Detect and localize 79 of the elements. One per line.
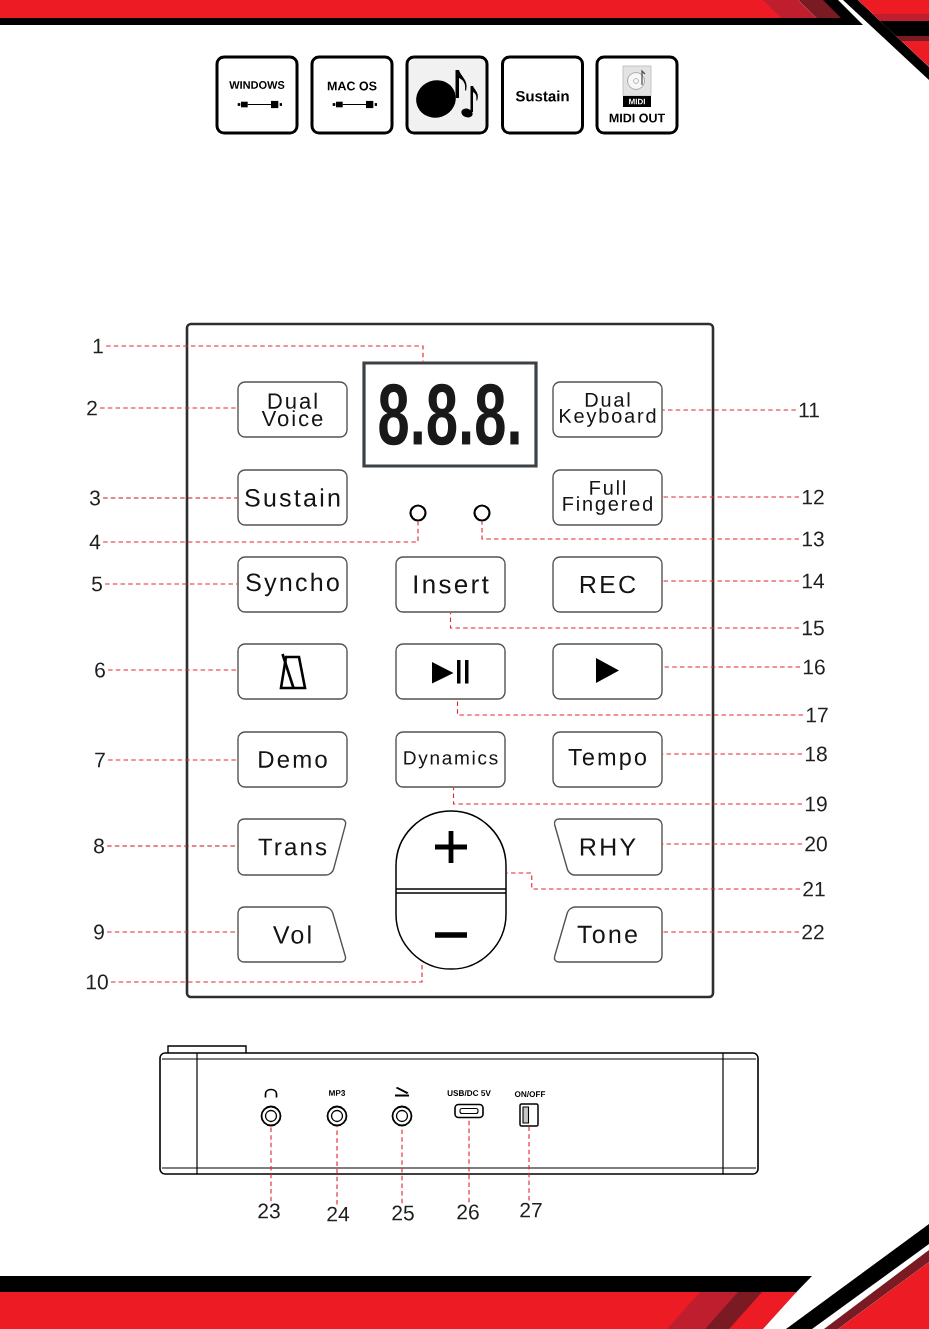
button: Trans xyxy=(237,818,347,876)
control-panel xyxy=(185,322,715,999)
audio-jack xyxy=(391,1105,413,1127)
button: Insert xyxy=(395,556,506,613)
callout-number: 24 xyxy=(327,1206,350,1222)
leader-line xyxy=(506,872,801,890)
callout-number: 20 xyxy=(805,836,827,852)
leader-line xyxy=(481,521,800,540)
callout-number: 22 xyxy=(802,924,824,940)
leader-line xyxy=(662,753,803,755)
callout-number: 25 xyxy=(392,1205,414,1221)
callout-number: 9 xyxy=(94,924,104,940)
led-display: 8.8.8. xyxy=(362,361,538,468)
leader-line xyxy=(107,759,238,761)
label-tile: WINDOWS xyxy=(215,55,299,135)
callout-number: 11 xyxy=(799,402,819,418)
callout-number: 27 xyxy=(520,1202,542,1218)
callout-number: 1 xyxy=(93,338,103,354)
callout-number: 17 xyxy=(806,707,828,723)
callout-number: 19 xyxy=(805,796,827,812)
leader-line xyxy=(449,612,800,629)
leader-line xyxy=(528,1126,530,1201)
button: Dual Keyboard xyxy=(552,381,663,438)
button: Demo xyxy=(237,731,348,788)
indicator-light xyxy=(409,504,427,522)
button: Syncho xyxy=(237,556,348,613)
port-label: ON/OFF xyxy=(514,1090,546,1098)
leader-line xyxy=(662,496,800,498)
callout-number: 5 xyxy=(92,576,102,592)
leader-line xyxy=(662,580,800,582)
label-tile: Sustain xyxy=(501,55,584,135)
icon-caption: MIDI xyxy=(629,98,645,105)
leader-line xyxy=(452,787,803,805)
callout-number: 10 xyxy=(86,974,108,990)
callout-number: 3 xyxy=(89,490,100,506)
leader-line xyxy=(110,963,423,983)
power-switch xyxy=(519,1103,539,1127)
callout-number: 8 xyxy=(94,838,104,854)
button: Dynamics xyxy=(395,731,506,788)
callout-number: 15 xyxy=(802,620,824,636)
leader-line xyxy=(107,669,238,671)
audio-jack xyxy=(326,1105,348,1127)
label-tile: MAC OS xyxy=(310,55,394,135)
leader-line xyxy=(661,931,800,933)
leader-line xyxy=(468,1117,470,1203)
callout-number: 23 xyxy=(258,1203,280,1219)
callout-number: 13 xyxy=(802,531,824,547)
button: Sustain xyxy=(237,469,348,526)
leader-line xyxy=(105,345,424,362)
button: Tone xyxy=(553,906,663,963)
leader-line xyxy=(336,1125,338,1205)
leader-line xyxy=(456,699,804,716)
callout-number: 12 xyxy=(802,489,824,505)
leader-line xyxy=(661,843,803,845)
button: Dual Voice xyxy=(237,381,348,438)
indicator-light xyxy=(473,504,491,522)
leader-line xyxy=(102,497,238,499)
button: Tempo xyxy=(552,731,663,788)
button: Full Fingered xyxy=(552,469,663,526)
audio-jack xyxy=(260,1105,282,1127)
port-label: MP3 xyxy=(329,1090,346,1096)
button: Vol xyxy=(237,906,347,963)
button: REC xyxy=(552,556,663,613)
callout-number: 26 xyxy=(457,1204,479,1220)
button: RHY xyxy=(553,818,663,876)
port-label: USB/DC 5V xyxy=(447,1089,491,1097)
callout-number: 21 xyxy=(803,881,825,897)
callout-number: 14 xyxy=(802,573,825,589)
callout-number: 4 xyxy=(89,534,101,550)
leader-line xyxy=(104,583,238,585)
leader-line xyxy=(662,666,801,668)
callout-number: 7 xyxy=(95,752,105,768)
callout-number: 16 xyxy=(803,659,825,675)
leader-line xyxy=(102,521,419,543)
leader-line xyxy=(99,407,238,409)
callout-number: 6 xyxy=(95,662,105,678)
usb-port xyxy=(454,1103,484,1119)
callout-number: 18 xyxy=(805,746,827,762)
callout-number: 2 xyxy=(87,400,97,416)
